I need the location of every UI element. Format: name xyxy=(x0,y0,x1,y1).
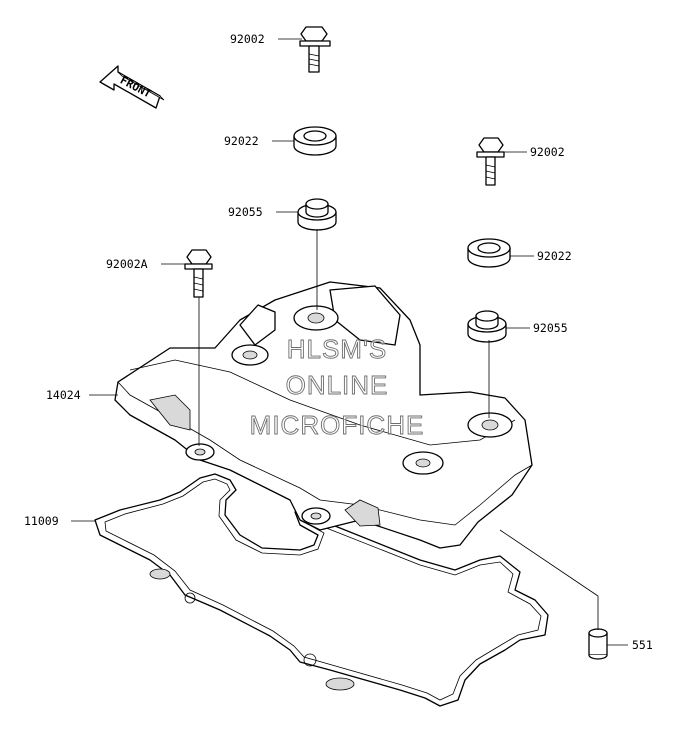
watermark: HLSM'S ONLINE MICROFICHE xyxy=(249,334,425,441)
bolt-92002-right xyxy=(476,137,505,186)
front-arrow-icon: FRONT xyxy=(99,65,165,109)
bolt-92002a-left xyxy=(184,249,213,298)
label-washer-right: 92022 xyxy=(537,249,572,263)
gasket-11009 xyxy=(94,473,549,707)
watermark-line1: HLSM'S xyxy=(287,334,388,364)
grommet-92055-top xyxy=(297,198,337,231)
label-cover: 14024 xyxy=(46,388,81,402)
washer-92022-top xyxy=(293,126,337,156)
watermark-line3: MICROFICHE xyxy=(250,410,425,440)
label-washer-top: 92022 xyxy=(224,134,259,148)
dowel-pin-551 xyxy=(588,628,608,660)
label-gasket: 11009 xyxy=(24,514,59,528)
label-bolt-top: 92002 xyxy=(230,32,265,46)
label-bolt-right: 92002 xyxy=(530,145,565,159)
grommet-92055-right xyxy=(467,310,507,343)
cylinder-head-cover-14024 xyxy=(114,281,533,549)
label-bolt-left: 92002A xyxy=(106,257,148,271)
label-grommet-right: 92055 xyxy=(533,321,568,335)
part-labels: 92002 92022 92055 92002 92022 92055 9200… xyxy=(24,32,653,652)
washer-92022-right xyxy=(467,238,511,268)
label-dowel: 551 xyxy=(632,638,653,652)
label-grommet-top: 92055 xyxy=(228,205,263,219)
watermark-line2: ONLINE xyxy=(286,370,389,400)
bolt-92002-top xyxy=(299,26,331,73)
leader-lines xyxy=(71,38,628,646)
